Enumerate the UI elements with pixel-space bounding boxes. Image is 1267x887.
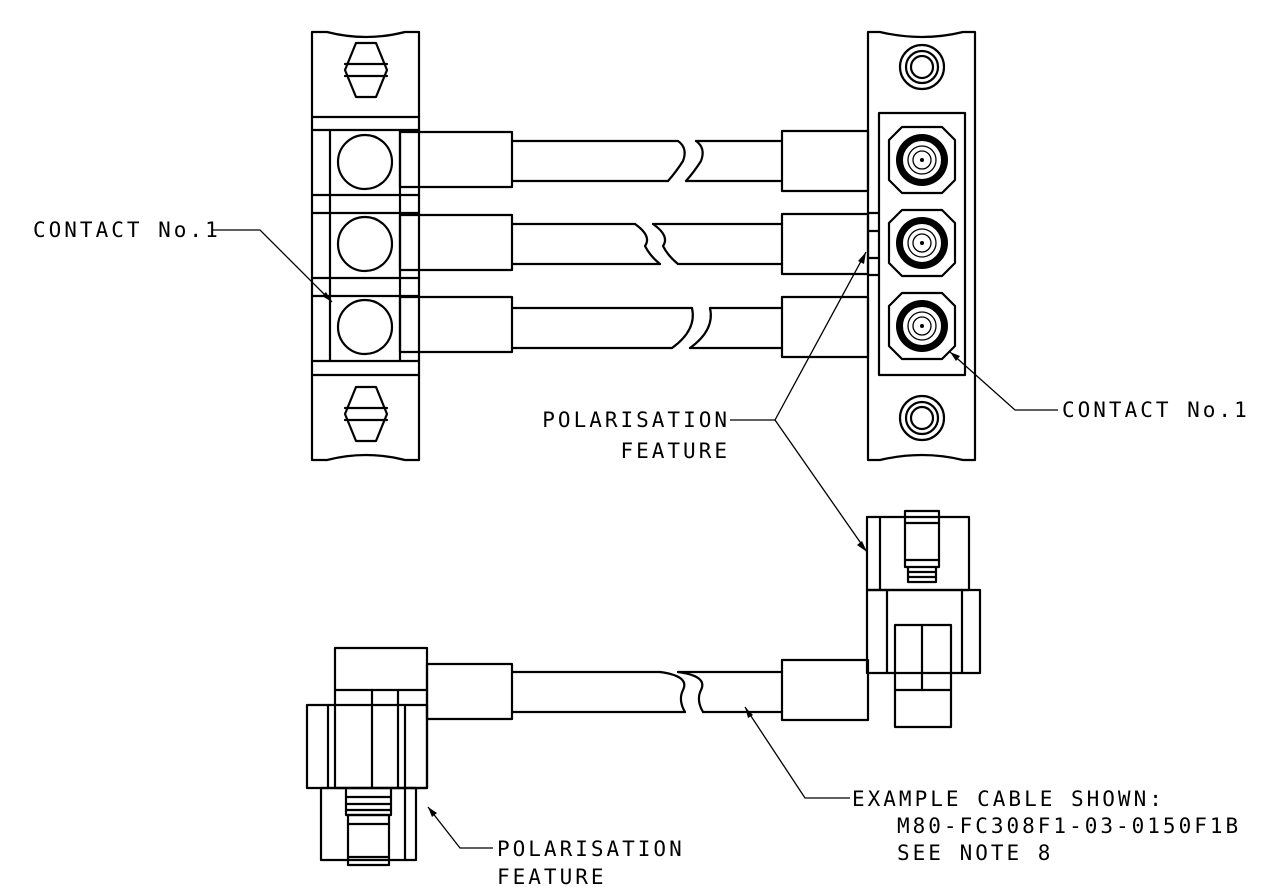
hex-screw-bottom-icon — [343, 385, 389, 443]
contact-no1-right-label: CONTACT No.1 — [1062, 398, 1250, 422]
left-contact-cavity-1-icon — [336, 133, 394, 191]
cable-top-row-1 — [398, 129, 870, 193]
coax-contact-3-icon — [887, 291, 957, 361]
polarisation-bottom-label-line2: FEATURE — [497, 865, 607, 887]
hex-screw-top-icon — [343, 41, 389, 99]
mounting-screw-top-icon — [898, 43, 946, 91]
leader-lines — [213, 229, 1058, 849]
left-connector-housing — [310, 30, 421, 462]
polarisation-bottom-label-line1: POLARISATION — [497, 837, 685, 861]
example-cable-label-line1: EXAMPLE CABLE SHOWN: — [852, 787, 1165, 811]
right-angle-connector-left — [305, 646, 429, 867]
cable-top-row-3 — [398, 295, 870, 359]
contact-no1-left-label: CONTACT No.1 — [33, 218, 221, 242]
example-cable-label-line2: M80-FC308F1-03-0150F1B — [897, 814, 1241, 838]
right-angle-connector-right — [865, 509, 982, 729]
cable-top-row-2 — [398, 212, 870, 276]
polarisation-top-label-line1: POLARISATION — [542, 408, 730, 432]
example-cable-label-line3: SEE NOTE 8 — [897, 841, 1053, 865]
mounting-screw-bottom-icon — [898, 394, 946, 442]
example-cable-body — [425, 658, 870, 722]
polarisation-top-label-line2: FEATURE — [620, 439, 730, 463]
left-contact-cavity-2-icon — [336, 215, 394, 273]
coax-contact-1-icon — [887, 125, 957, 195]
right-connector-housing — [866, 30, 977, 462]
left-contact-cavity-3-icon — [336, 298, 394, 356]
coax-contact-2-icon — [887, 208, 957, 278]
